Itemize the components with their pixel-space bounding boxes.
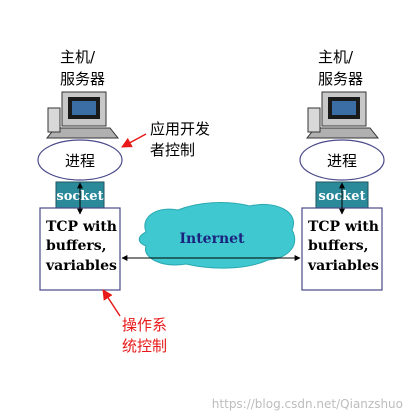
app-callout-line2: 者控制 [150,141,195,159]
right-tcp-line2: buffers, [308,238,369,254]
left-process-oval [37,139,123,181]
computer-icon [45,91,120,139]
left-process-label: 进程 [65,152,95,170]
right-process-oval [299,139,385,181]
internet-cloud [138,202,296,269]
right-tcp-line1: TCP with [308,219,379,235]
internet-label: Internet [179,231,245,247]
left-host-title-line1: 主机/ [60,48,96,66]
right-host-title-line1: 主机/ [318,48,354,66]
computer-icon [305,91,380,139]
left-tcp-line2: buffers, [46,238,107,254]
left-tcp-line3: variables [45,258,117,274]
left-tcp-box [39,207,121,291]
os-callout-line2: 统控制 [122,337,167,355]
right-process-label: 进程 [327,152,357,170]
right-host: 主机/ 服务器 进程 socket TCP with buffers, vari… [299,48,385,291]
left-host-title-line2: 服务器 [60,70,105,88]
left-host: 主机/ 服务器 进程 socket TCP with buffers, vari… [37,48,123,291]
app-callout-arrow [121,133,147,148]
os-callout-line1: 操作系 [122,316,167,334]
os-callout-arrow [102,289,121,317]
watermark: https://blog.csdn.net/Qianzshuo [212,397,403,411]
left-tcp-line1: TCP with [46,219,117,235]
right-host-title-line2: 服务器 [318,70,363,88]
app-callout-line1: 应用开发 [150,120,210,138]
right-tcp-line3: variables [307,258,379,274]
right-tcp-box [301,207,383,291]
